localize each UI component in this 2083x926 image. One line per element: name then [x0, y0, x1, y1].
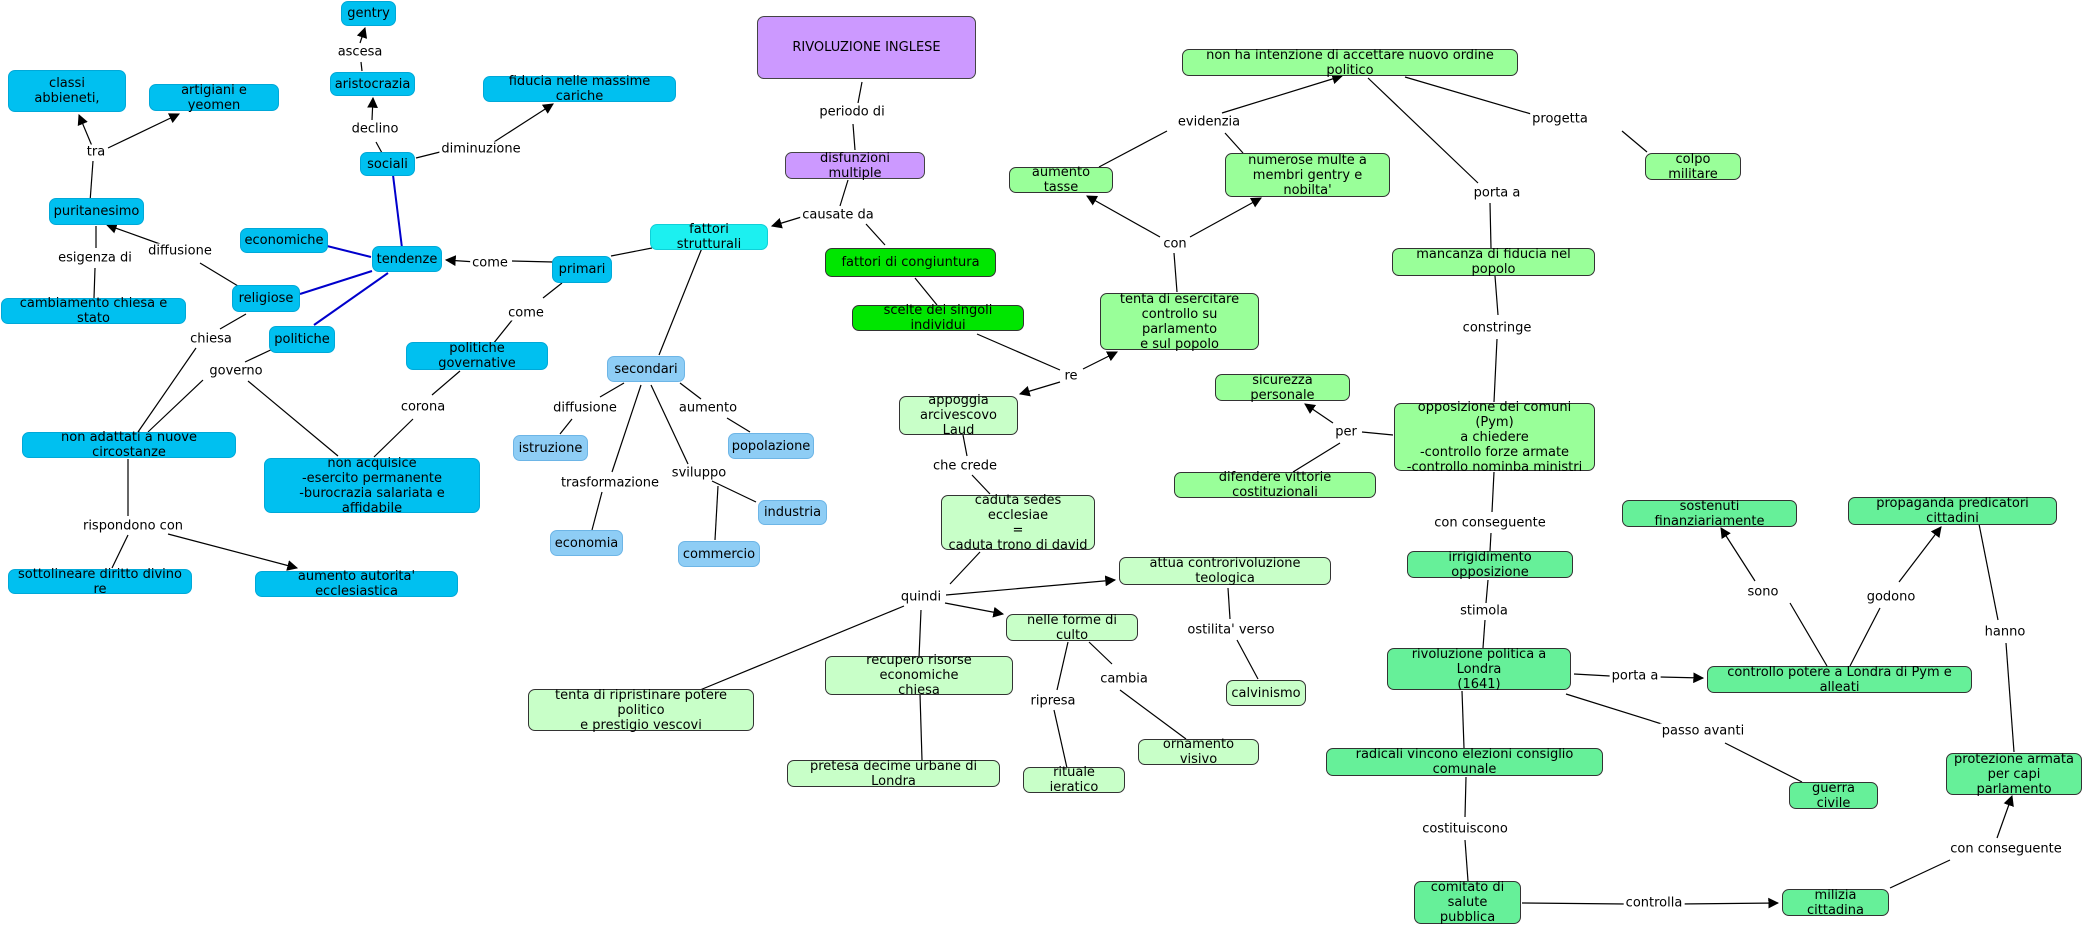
link-label-constringe: constringe	[1460, 320, 1534, 336]
node-gentry[interactable]: gentry	[341, 1, 396, 26]
link-label-esigenza-di: esigenza di	[56, 250, 134, 266]
node-sottolineare-diritto-divino[interactable]: sottolineare diritto divino re	[8, 567, 192, 597]
link-label-diffusione-secondari: diffusione	[551, 400, 619, 416]
node-numerose-multe[interactable]: numerose multe a membri gentry e nobilta…	[1225, 153, 1390, 198]
node-aumento-tasse[interactable]: aumento tasse	[1009, 165, 1113, 195]
node-economiche[interactable]: economiche	[240, 228, 328, 253]
link-label-costituiscono: costituiscono	[1420, 821, 1510, 837]
link-label-corona: corona	[398, 399, 448, 415]
link-label-come-1: come	[470, 255, 510, 271]
node-non-ha-intenzione[interactable]: non ha intenzione di accettare nuovo ord…	[1182, 48, 1518, 78]
node-istruzione[interactable]: istruzione	[513, 435, 588, 461]
link-label-che-crede: che crede	[931, 458, 999, 474]
link-label-tra: tra	[84, 144, 108, 160]
link-label-declino: declino	[349, 121, 401, 137]
link-label-come-2: come	[506, 305, 546, 321]
node-non-acquisice[interactable]: non acquisice -esercito permanente -buro…	[264, 456, 480, 516]
node-comitato-salute-pubblica[interactable]: comitato di salute pubblica	[1414, 880, 1521, 925]
node-tenta-ripristinare[interactable]: tenta di ripristinare potere politico e …	[528, 688, 754, 733]
link-label-re: re	[1062, 368, 1080, 384]
link-label-aumento: aumento	[676, 400, 740, 416]
link-label-periodo-di: periodo di	[817, 104, 887, 120]
link-label-ostilita-verso: ostilita' verso	[1185, 622, 1277, 638]
node-controllo-potere-londra[interactable]: controllo potere a Londra di Pym e allea…	[1707, 665, 1972, 695]
link-label-per: per	[1333, 424, 1359, 440]
node-caduta-sedes-ecclesiae[interactable]: caduta sedes ecclesiae = caduta trono di…	[941, 493, 1095, 553]
link-label-trasformazione: trasformazione	[558, 475, 662, 491]
node-irrigidimento-opposizione[interactable]: irrigidimento opposizione	[1407, 550, 1573, 580]
link-label-hanno: hanno	[1982, 624, 2028, 640]
node-protezione-armata[interactable]: protezione armata per capi parlamento	[1946, 752, 2082, 797]
link-label-sono: sono	[1745, 584, 1781, 600]
node-politiche[interactable]: politiche	[269, 326, 335, 353]
node-ornamento-visivo[interactable]: ornamento visivo	[1138, 737, 1259, 767]
link-label-diffusione-religiose: diffusione	[146, 243, 214, 259]
node-rituale-ieratico[interactable]: rituale ieratico	[1023, 765, 1125, 795]
node-cambiamento-chiesa-stato[interactable]: cambiamento chiesa e stato	[1, 296, 186, 326]
node-recupero-risorse[interactable]: recupero risorse economiche chiesa	[825, 653, 1013, 698]
link-label-chiesa: chiesa	[188, 331, 234, 347]
node-religiose[interactable]: religiose	[232, 285, 300, 312]
link-label-porta-a-1: porta a	[1471, 185, 1523, 201]
node-classi-abbienti[interactable]: classi abbieneti,	[8, 70, 126, 112]
node-appoggia-laud[interactable]: appoggia arcivescovo Laud	[899, 393, 1018, 438]
node-artigiani-yeomen[interactable]: artigiani e yeomen	[149, 83, 279, 113]
node-commercio[interactable]: commercio	[678, 541, 760, 567]
link-label-causate-da: causate da	[800, 207, 876, 223]
node-mancanza-fiducia[interactable]: mancanza di fiducia nel popolo	[1392, 247, 1595, 277]
link-label-ascesa: ascesa	[335, 44, 385, 60]
node-guerra-civile[interactable]: guerra civile	[1789, 781, 1878, 811]
link-label-ripresa: ripresa	[1028, 693, 1078, 709]
link-label-progetta: progetta	[1530, 111, 1590, 127]
node-pretesa-decime[interactable]: pretesa decime urbane di Londra	[787, 759, 1000, 789]
node-aristocrazia[interactable]: aristocrazia	[330, 72, 415, 96]
node-economia[interactable]: economia	[550, 530, 623, 556]
node-calvinismo[interactable]: calvinismo	[1226, 680, 1306, 706]
link-label-con-conseguente-2: con conseguente	[1948, 841, 2064, 857]
node-primari[interactable]: primari	[552, 256, 612, 283]
link-label-diminuzione: diminuzione	[439, 141, 523, 157]
node-industria[interactable]: industria	[758, 500, 827, 525]
node-tenta-esercitare-controllo[interactable]: tenta di esercitare controllo su parlame…	[1100, 292, 1259, 352]
node-tendenze[interactable]: tendenze	[372, 246, 442, 272]
node-sicurezza-personale[interactable]: sicurezza personale	[1215, 373, 1350, 403]
node-colpo-militare[interactable]: colpo militare	[1645, 152, 1741, 182]
link-label-con-conseguente-1: con conseguente	[1432, 515, 1548, 531]
node-disfunzioni-multiple[interactable]: disfunzioni multiple	[785, 151, 925, 181]
node-scelte-singoli-individui[interactable]: scelte dei singoli individui	[852, 303, 1024, 333]
link-label-con: con	[1161, 236, 1189, 252]
node-rivoluzione-inglese[interactable]: RIVOLUZIONE INGLESE	[757, 16, 976, 79]
node-popolazione[interactable]: popolazione	[728, 433, 814, 459]
node-propaganda-predicatori[interactable]: propaganda predicatori cittadini	[1848, 496, 2057, 526]
link-label-evidenzia: evidenzia	[1175, 114, 1243, 130]
link-label-governo: governo	[207, 363, 265, 379]
node-sociali[interactable]: sociali	[360, 152, 415, 176]
node-secondari[interactable]: secondari	[607, 356, 685, 382]
node-nelle-forme-di-culto[interactable]: nelle forme di culto	[1006, 613, 1138, 643]
node-radicali-vincono[interactable]: radicali vincono elezioni consiglio comu…	[1326, 747, 1603, 777]
node-rivoluzione-politica-londra[interactable]: rivoluzione politica a Londra (1641)	[1387, 647, 1571, 692]
node-fattori-strutturali[interactable]: fattori strutturali	[650, 222, 768, 252]
node-fattori-di-congiuntura[interactable]: fattori di congiuntura	[825, 248, 996, 277]
node-aumento-autorita-ecclesiastica[interactable]: aumento autorita' ecclesiastica	[255, 569, 458, 599]
node-politiche-governative[interactable]: politiche governative	[406, 341, 548, 371]
link-label-quindi: quindi	[898, 589, 944, 605]
node-milizia-cittadina[interactable]: milizia cittadina	[1782, 888, 1889, 918]
link-label-porta-a-2: porta a	[1609, 668, 1661, 684]
node-fiducia-massime-cariche[interactable]: fiducia nelle massime cariche	[483, 74, 676, 104]
node-non-adattati[interactable]: non adattati a nuove circostanze	[22, 430, 236, 460]
link-label-cambia: cambia	[1098, 671, 1150, 687]
link-label-sviluppo: sviluppo	[669, 465, 729, 481]
link-label-controlla: controlla	[1623, 895, 1685, 911]
node-sostenuti-finanziariamente[interactable]: sostenuti finanziariamente	[1622, 499, 1797, 529]
link-label-stimola: stimola	[1458, 603, 1510, 619]
link-label-godono: godono	[1864, 589, 1918, 605]
node-opposizione-comuni[interactable]: opposizione dei comuni (Pym) a chiedere …	[1394, 400, 1595, 475]
link-label-rispondono-con: rispondono con	[80, 518, 186, 534]
link-label-passo-avanti: passo avanti	[1659, 723, 1747, 739]
node-difendere-vittorie[interactable]: difendere vittorie costituzionali	[1174, 470, 1376, 500]
node-puritanesimo[interactable]: puritanesimo	[49, 198, 144, 225]
node-attua-controrivoluzione[interactable]: attua controrivoluzione teologica	[1119, 556, 1331, 586]
